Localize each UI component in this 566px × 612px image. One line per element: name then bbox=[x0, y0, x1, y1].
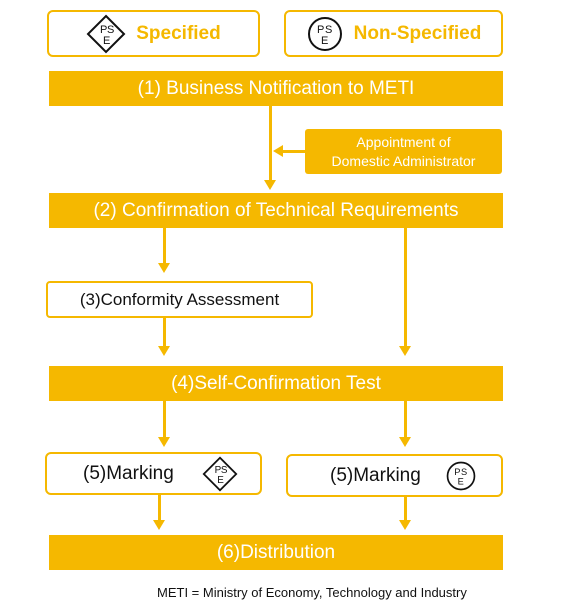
svg-text:E: E bbox=[457, 476, 463, 486]
legend-non-specified: P S E Non-Specified bbox=[284, 10, 503, 57]
step-3-label: (3)Conformity Assessment bbox=[79, 289, 280, 309]
arrow-head-5-6-right bbox=[399, 520, 411, 530]
step-3-conformity-assessment: (3)Conformity Assessment bbox=[46, 281, 313, 318]
legend-non-specified-label: Non-Specified bbox=[353, 22, 482, 44]
arrow-line-4-5-right bbox=[404, 401, 407, 437]
step-4-self-confirmation-test: (4)Self-Confirmation Test bbox=[49, 366, 503, 401]
arrow-line-2-4-right bbox=[404, 228, 407, 346]
appointment-line-1: Appointment of bbox=[356, 133, 451, 150]
step-1-business-notification: (1) Business Notification to METI bbox=[49, 71, 503, 106]
arrow-line-4-5-left bbox=[163, 401, 166, 437]
arrow-head-1-2 bbox=[264, 180, 276, 190]
appointment-domestic-administrator: Appointment of Domestic Administrator bbox=[305, 129, 502, 174]
arrow-line-appointment bbox=[282, 150, 305, 153]
svg-text:S: S bbox=[221, 465, 228, 476]
step-2-technical-requirements: (2) Confirmation of Technical Requiremen… bbox=[49, 193, 503, 228]
arrow-head-3-4 bbox=[158, 346, 170, 356]
step-6-distribution: (6)Distribution bbox=[49, 535, 503, 570]
step-5-marking-specified: (5)Marking P S E bbox=[45, 452, 262, 495]
step-4-label: (4)Self-Confirmation Test bbox=[171, 372, 381, 394]
pse-circle-icon: P S E bbox=[307, 16, 342, 51]
footnote: METI = Ministry of Economy, Technology a… bbox=[157, 585, 467, 600]
svg-text:S: S bbox=[107, 24, 114, 36]
arrow-head-4-5-right bbox=[399, 437, 411, 447]
step-2-label: (2) Confirmation of Technical Requiremen… bbox=[93, 199, 459, 221]
svg-text:P: P bbox=[317, 24, 324, 36]
arrow-head-2-4-right bbox=[399, 346, 411, 356]
appointment-line-2: Domestic Administrator bbox=[331, 152, 476, 169]
svg-text:P: P bbox=[100, 24, 107, 36]
arrow-head-4-5-left bbox=[158, 437, 170, 447]
arrow-line-3-4 bbox=[163, 318, 166, 346]
arrow-head-appointment bbox=[273, 145, 283, 157]
svg-text:P: P bbox=[214, 465, 221, 476]
arrow-head-5-6-left bbox=[153, 520, 165, 530]
svg-text:S: S bbox=[461, 467, 467, 477]
arrow-line-2-3 bbox=[163, 228, 166, 263]
step-5-right-label: (5)Marking bbox=[330, 464, 421, 486]
step-6-label: (6)Distribution bbox=[216, 541, 336, 563]
legend-specified-label: Specified bbox=[136, 22, 221, 44]
svg-text:P: P bbox=[454, 467, 460, 477]
pse-circle-icon: P S E bbox=[446, 461, 476, 490]
arrow-line-1-2 bbox=[269, 106, 272, 180]
step-1-label: (1) Business Notification to METI bbox=[137, 77, 415, 99]
arrow-line-5-6-right bbox=[404, 497, 407, 520]
svg-text:S: S bbox=[325, 24, 332, 36]
pse-diamond-icon: P S E bbox=[86, 14, 126, 53]
svg-text:E: E bbox=[321, 35, 328, 47]
svg-text:E: E bbox=[217, 475, 224, 486]
pse-diamond-icon: P S E bbox=[202, 456, 238, 491]
step-5-marking-non-specified: (5)Marking P S E bbox=[286, 454, 503, 497]
svg-text:E: E bbox=[103, 35, 110, 47]
arrow-line-5-6-left bbox=[158, 495, 161, 520]
legend-specified: P S E Specified bbox=[47, 10, 260, 57]
step-5-left-label: (5)Marking bbox=[83, 462, 174, 484]
arrow-head-2-3 bbox=[158, 263, 170, 273]
